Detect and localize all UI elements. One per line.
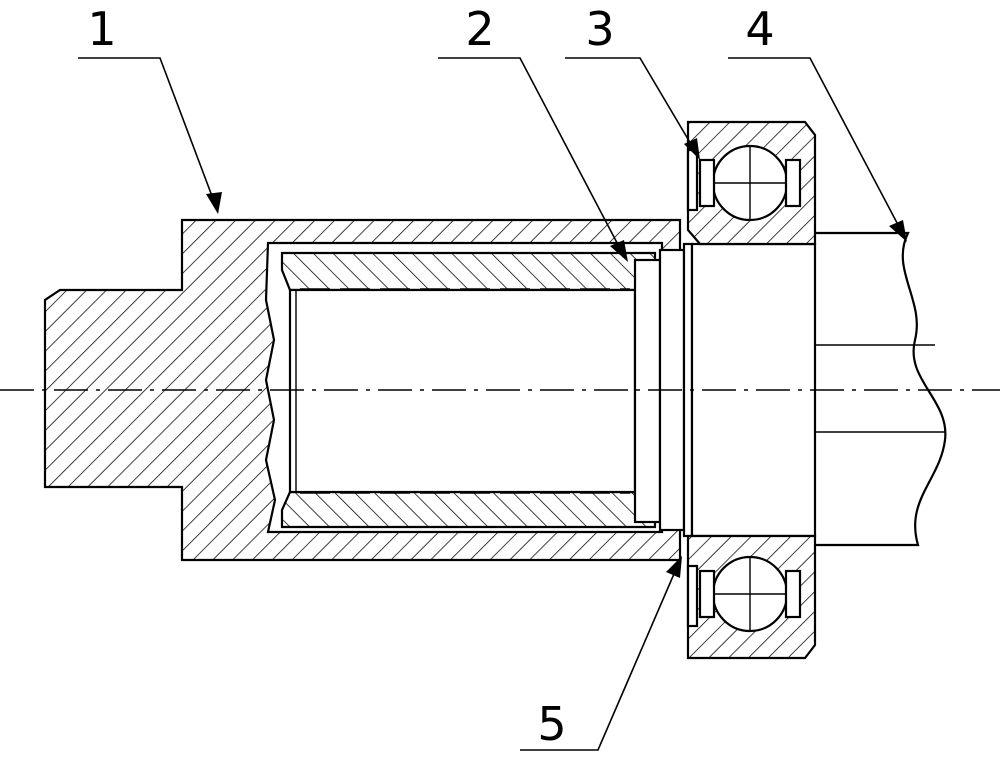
callout-3: 3: [585, 2, 614, 56]
leader-1: [78, 57, 222, 214]
bearing-lower-seal-left: [698, 569, 716, 619]
sleeve-inner-bore: [288, 288, 637, 494]
leader-5: [520, 556, 682, 751]
callout-1: 1: [87, 2, 116, 56]
shaft: [815, 231, 947, 547]
bearing-lower-seal-right: [784, 569, 802, 619]
leader-4: [728, 57, 907, 242]
callout-4: 4: [745, 2, 774, 56]
bearing-lower-shim: [686, 564, 699, 628]
sleeve-upper-wall: [280, 251, 657, 292]
leader-2: [438, 57, 628, 262]
bearing-upper-seal-left: [698, 158, 716, 208]
sleeve-lower-wall: [280, 490, 657, 529]
callout-2: 2: [465, 2, 494, 56]
leader-3: [565, 57, 700, 160]
sleeve-end-flange: [633, 258, 662, 524]
bearing-upper-seal-right: [784, 158, 802, 208]
callout-5: 5: [537, 697, 566, 751]
bearing-upper-shim: [686, 148, 699, 212]
